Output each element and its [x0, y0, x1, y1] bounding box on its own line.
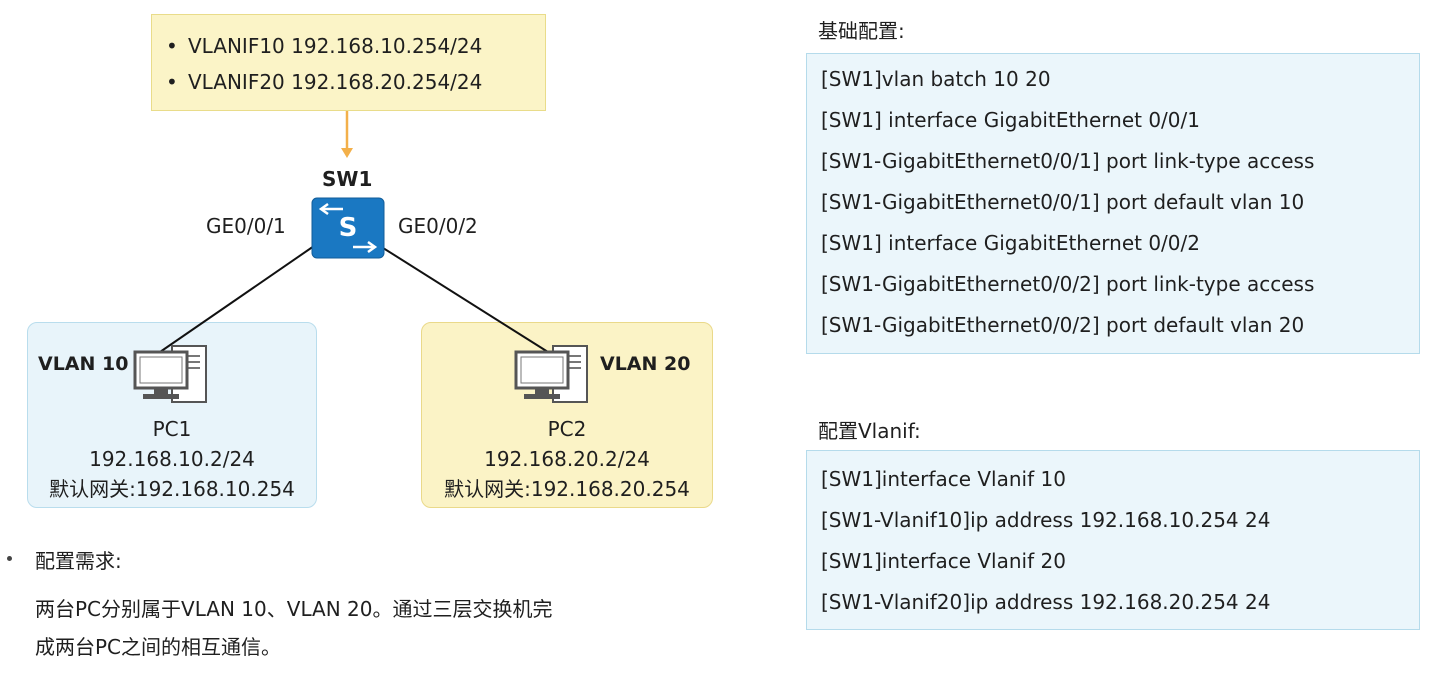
basic-config-command: [SW1-GigabitEthernet0/0/1] port link-typ…	[821, 149, 1315, 173]
basic-config-title: 基础配置:	[818, 19, 905, 43]
pc2-gateway: 默认网关:192.168.20.254	[444, 477, 690, 501]
vlanif-config-command: [SW1-Vlanif20]ip address 192.168.20.254 …	[821, 590, 1271, 614]
l3-switch-icon[interactable]: S	[311, 197, 385, 259]
port-label-left: GE0/0/1	[206, 214, 286, 238]
port-label-right: GE0/0/2	[398, 214, 478, 238]
basic-config-command: [SW1-GigabitEthernet0/0/1] port default …	[821, 190, 1305, 214]
vlanif-list-item: •VLANIF10 192.168.10.254/24	[166, 34, 483, 58]
vlanif-arrow	[341, 111, 353, 158]
basic-config-command: [SW1] interface GigabitEthernet 0/0/2	[821, 231, 1200, 255]
vlanif-list-item: •VLANIF20 192.168.20.254/24	[166, 70, 483, 94]
link-sw1-pc1	[159, 245, 315, 353]
pc1-desktop-icon[interactable]	[133, 345, 207, 403]
vlanif-config-box: [SW1]interface Vlanif 10 [SW1-Vlanif10]i…	[806, 450, 1420, 630]
vlanif-config-command: [SW1]interface Vlanif 20	[821, 549, 1066, 573]
requirement-bullet	[7, 556, 12, 561]
pc2-name: PC2	[547, 417, 587, 441]
vlan20-label: VLAN 20	[600, 353, 691, 375]
pc2-desktop-icon[interactable]	[514, 345, 588, 403]
vlanif-item-text: VLANIF10 192.168.10.254/24	[188, 34, 483, 58]
switch-icon-letter: S	[339, 213, 358, 243]
vlanif-config-command: [SW1]interface Vlanif 10	[821, 467, 1066, 491]
vlanif-item-text: VLANIF20 192.168.20.254/24	[188, 70, 483, 94]
vlanif-config-command: [SW1-Vlanif10]ip address 192.168.10.254 …	[821, 508, 1271, 532]
pc1-info: PC1 192.168.10.2/24 默认网关:192.168.10.254	[30, 414, 314, 504]
requirement-title: 配置需求:	[35, 549, 122, 573]
vlan10-label: VLAN 10	[38, 353, 129, 375]
vlanif-info-box: •VLANIF10 192.168.10.254/24 •VLANIF20 19…	[151, 14, 546, 111]
basic-config-command: [SW1]vlan batch 10 20	[821, 67, 1051, 91]
pc2-info: PC2 192.168.20.2/24 默认网关:192.168.20.254	[422, 414, 712, 504]
switch-name-label: SW1	[322, 167, 373, 191]
link-sw1-pc2	[379, 245, 549, 353]
pc2-ip: 192.168.20.2/24	[484, 447, 650, 471]
requirement-line2: 成两台PC之间的相互通信。	[35, 635, 282, 659]
vlanif-config-title: 配置Vlanif:	[818, 419, 921, 443]
pc1-ip: 192.168.10.2/24	[89, 447, 255, 471]
pc1-name: PC1	[152, 417, 192, 441]
pc1-gateway: 默认网关:192.168.10.254	[49, 477, 295, 501]
requirement-line1: 两台PC分别属于VLAN 10、VLAN 20。通过三层交换机完	[35, 597, 553, 621]
basic-config-box: [SW1]vlan batch 10 20 [SW1] interface Gi…	[806, 53, 1420, 354]
basic-config-command: [SW1] interface GigabitEthernet 0/0/1	[821, 108, 1200, 132]
basic-config-command: [SW1-GigabitEthernet0/0/2] port link-typ…	[821, 272, 1315, 296]
basic-config-command: [SW1-GigabitEthernet0/0/2] port default …	[821, 313, 1305, 337]
